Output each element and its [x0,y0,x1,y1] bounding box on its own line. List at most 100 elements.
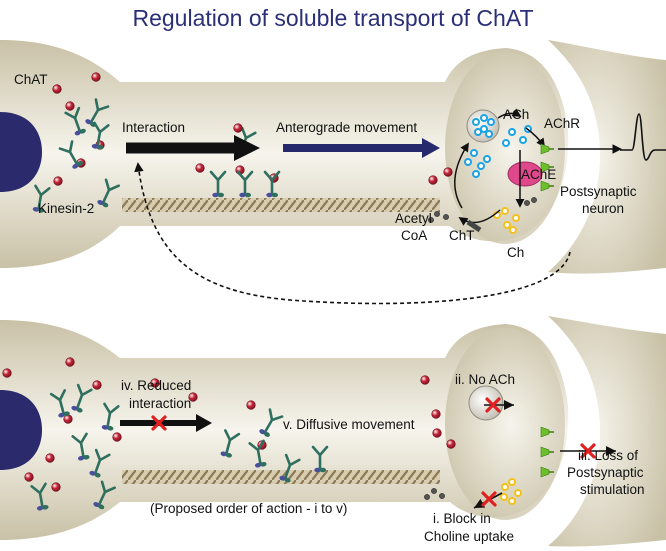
chat-molecule-top [428,175,438,185]
kinesin-arms [103,402,120,429]
block-line1: i. Block in [433,511,491,526]
acetyl-coa-dot [443,214,449,220]
chat-molecule-top [443,167,453,177]
kinesin-arms [236,170,254,196]
choline-grey-dot [439,493,445,499]
choline-breakdown-dot [524,200,530,206]
kinesin-head [76,161,83,167]
kinesin-free-bottom [220,429,241,458]
kinesin-free-top [32,184,51,213]
achr-body [540,466,550,478]
interaction-label: Interaction [122,120,185,135]
diffusive-movement-label: v. Diffusive movement [283,417,415,432]
no-ach-label: ii. No ACh [455,372,515,387]
choline-molecule [501,207,509,215]
kinesin-free-bottom [89,448,111,478]
kinesin-head [220,451,227,457]
ach-to-achr-arrow [525,127,546,148]
ach-in-vesicle [485,130,493,138]
kinesin-free-bottom [93,480,117,510]
chat-molecule-top [91,72,101,82]
ach-in-vesicle [472,118,480,126]
ach-molecule [483,155,491,163]
top-panel [0,40,666,274]
kinesin-head [102,202,109,208]
synaptic-bouton-bottom [445,328,565,520]
release-arrow [497,108,522,119]
microtubule-top [122,198,440,212]
ach-molecule [472,170,480,178]
choline-molecule [503,221,511,229]
kinesin-head [225,452,232,458]
chat-molecule-bottom [432,428,442,438]
acetyl-coa-dot [428,217,434,223]
kinesin-head [263,431,270,437]
no-ach-block [485,397,501,413]
nucleus-bottom [0,390,42,470]
kinesin-head [279,475,286,481]
achr-receptor-top [540,180,554,192]
reduced-interaction-line1: iv. Reduced [121,378,191,393]
kinesin-head [76,407,83,413]
kinesin-free-bottom [101,402,120,431]
kinesin-head [96,144,104,150]
kinesin-head [71,405,78,411]
kinesin-free-bottom [49,389,70,418]
chat-molecule-bottom [24,472,34,482]
chat-label: ChAT [14,72,48,87]
kinesin-free-bottom [311,445,329,473]
reduced-interaction-arrow [120,414,212,432]
achr-body [540,446,550,458]
kinesin-head [319,467,326,473]
postsynaptic-neuron-top [548,40,666,274]
kinesin-head [85,119,92,125]
kinesin-head [244,192,251,198]
kinesin-on-microtubule [236,170,254,198]
kinesin-arms [93,121,110,148]
action-potential-trace [620,113,666,161]
postsynaptic-neuron-bottom [548,316,666,547]
chat-molecule-top [53,176,63,186]
kinesin-head [266,192,273,198]
order-label: (Proposed order of action - i to v) [150,501,347,516]
loss-line1: iii. Loss of [578,448,638,463]
kinesin-arms [64,106,82,133]
chat-molecule-top [52,84,62,94]
kinesin-head [58,412,65,418]
kinesin-free-top [58,140,83,169]
anterograde-label: Anterograde movement [276,120,417,135]
ach-label: ACh [503,107,529,122]
reduced-interaction-block [151,415,167,431]
kinesin-head [36,505,44,511]
chat-molecule-bottom [446,439,456,449]
kinesin-arms [101,178,121,204]
kinesin-free-bottom [71,383,93,413]
synthesis-arrow [454,142,469,209]
kinesin-head [254,462,262,468]
kinesin-head [239,192,246,198]
chat-molecule-bottom [246,400,256,410]
choline-blocked-dot [508,497,516,505]
kinesin-label: Kinesin-2 [38,201,94,216]
kinesin-head [106,425,114,431]
chat-molecule-bottom [112,432,122,442]
kinesin-head [259,429,266,435]
choline-breakdown-dot [531,197,537,203]
chat-molecule-bottom [51,482,61,492]
ach-molecule [470,149,478,157]
ache-enzyme [507,161,543,187]
stimulation-block [580,443,596,459]
chat-molecule-top [65,101,75,111]
kinesin-free-bottom [248,439,267,468]
kinesin-arms [97,480,117,506]
chat-molecule-bottom [65,357,75,367]
kinesin-free-top [97,178,121,208]
bottom-panel [0,316,666,547]
block-line2: Choline uptake [424,529,514,544]
achr-body [540,426,550,438]
ch-label: Ch [507,245,524,260]
kinesin-head [37,207,45,213]
choline-uptake-arrow [458,209,501,226]
kinesin-arms [311,445,329,471]
kinesin-arms [263,408,284,434]
